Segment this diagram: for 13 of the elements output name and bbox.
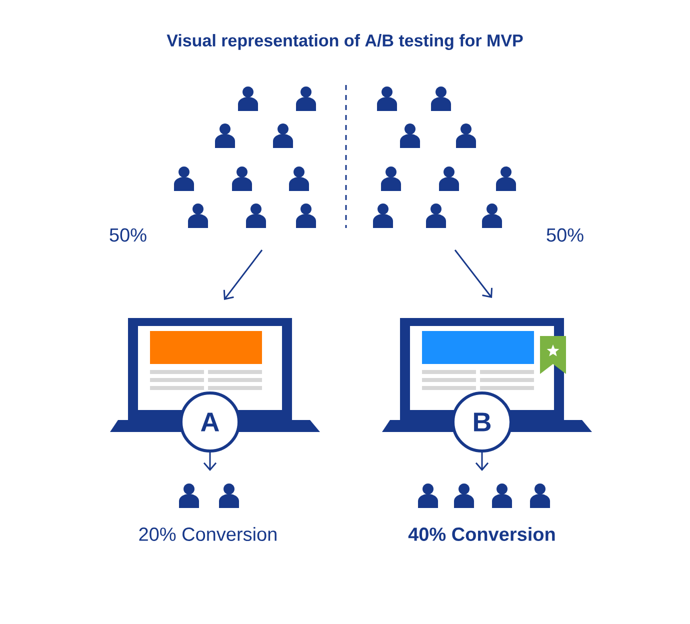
arrow (454, 250, 493, 298)
percentage-label: 50% (110, 228, 146, 242)
people-group-drawing (174, 86, 316, 228)
people-group-drawing (373, 86, 516, 228)
arrow (223, 250, 263, 300)
arrow (203, 452, 217, 471)
people-group-drawing (418, 484, 550, 508)
title: Visual representation of A/B testing for MVP (166, 34, 523, 50)
arrow (475, 452, 489, 471)
conversion-label: 40% Conversion (408, 527, 555, 541)
percentage-label: 50% (546, 228, 584, 242)
people-group-drawing (179, 484, 239, 508)
conversion-label: 20% Conversion (139, 527, 276, 541)
